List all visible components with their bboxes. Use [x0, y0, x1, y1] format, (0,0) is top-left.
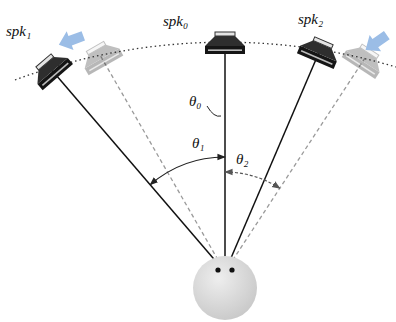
speaker-label: spk₀ [163, 12, 188, 30]
move-arrow [55, 26, 86, 54]
ghost-line [225, 58, 365, 272]
speaker-symbol [297, 33, 342, 69]
speaker-symbol [28, 47, 73, 90]
ghost-speaker [78, 36, 124, 75]
angle-label: θ₂ [236, 150, 249, 168]
angle-label: θ₁ [192, 134, 205, 152]
angle-arc [225, 172, 280, 188]
move-arrow [360, 27, 393, 58]
angle-label: θ₀ [189, 92, 202, 110]
listener-head [193, 256, 257, 320]
speaker-label: spk₁ [6, 22, 31, 40]
ghost-line [100, 55, 225, 272]
ear-dot [229, 267, 234, 272]
speaker-label: spk₂ [298, 10, 323, 28]
direction-line [50, 68, 225, 272]
leader-line [207, 106, 221, 116]
angle-arc [150, 157, 225, 185]
speaker-symbol [205, 32, 245, 54]
direction-line [225, 50, 320, 272]
ear-dot [215, 267, 220, 272]
